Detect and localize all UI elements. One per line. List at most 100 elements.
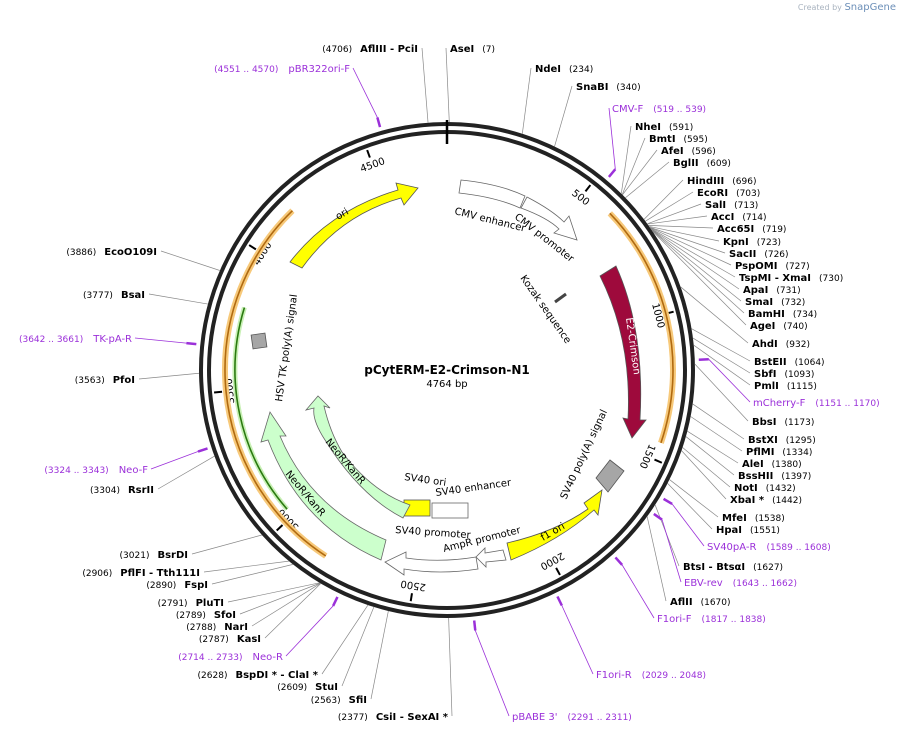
restriction-site[interactable]: (3304)RsrII xyxy=(90,485,154,496)
site-leader xyxy=(687,430,739,464)
feature-kozak-sequence[interactable] xyxy=(554,292,567,304)
feature-hsv-tk-polya[interactable] xyxy=(250,332,268,350)
primer-label[interactable]: (2714 .. 2733)Neo-R xyxy=(178,652,283,663)
restriction-site[interactable]: SbfI(1093) xyxy=(754,369,814,380)
restriction-site[interactable]: NotI(1432) xyxy=(734,483,796,494)
restriction-site[interactable]: SacII(726) xyxy=(729,249,789,260)
primer-label[interactable]: CMV-F(519 .. 539) xyxy=(612,104,706,115)
site-position: (2789) xyxy=(176,611,206,621)
primer-label[interactable]: EBV-rev(1643 .. 1662) xyxy=(684,578,797,589)
primer-label[interactable]: (3324 .. 3343)Neo-F xyxy=(44,465,148,476)
tick-mark xyxy=(248,244,257,251)
feature-neor-kanr-outer[interactable] xyxy=(260,411,387,561)
restriction-site[interactable]: SalI(713) xyxy=(705,200,758,211)
site-name: AccI xyxy=(711,212,734,223)
restriction-site[interactable]: AhdI(932) xyxy=(752,339,810,350)
site-position: (1538) xyxy=(755,514,785,524)
restriction-site[interactable]: (2377)CsiI - SexAI * xyxy=(338,712,449,723)
restriction-site[interactable]: (2906)PflFI - Tth111I xyxy=(82,568,200,579)
restriction-site[interactable]: BbsI(1173) xyxy=(752,417,814,428)
restriction-site[interactable]: (2787)KasI xyxy=(199,634,261,645)
restriction-site[interactable]: SmaI(732) xyxy=(745,297,805,308)
site-position: (1173) xyxy=(784,418,814,428)
primer-label[interactable]: F1ori-R(2029 .. 2048) xyxy=(596,670,706,681)
site-leader xyxy=(693,344,751,386)
site-leader xyxy=(692,337,751,374)
restriction-site[interactable]: PmlI(1115) xyxy=(754,381,817,392)
restriction-site[interactable]: AseI(7) xyxy=(450,44,495,55)
restriction-site[interactable]: (2788)NarI xyxy=(186,622,248,633)
site-position: (2563) xyxy=(311,696,341,706)
primer-label[interactable]: (3642 .. 3661)TK-pA-R xyxy=(19,334,132,345)
restriction-site[interactable]: NdeI(234) xyxy=(535,64,593,75)
primer-mark xyxy=(472,620,477,631)
feature-ampr-promoter[interactable] xyxy=(475,547,507,568)
restriction-site[interactable]: (3777)BsaI xyxy=(83,290,145,301)
restriction-site[interactable]: BamHI(734) xyxy=(748,309,817,320)
restriction-site[interactable]: (2890)FspI xyxy=(146,580,208,591)
restriction-site[interactable]: (3886)EcoO109I xyxy=(66,247,157,258)
restriction-site[interactable]: KpnI(723) xyxy=(723,237,781,248)
restriction-site[interactable]: (2563)SfiI xyxy=(311,695,367,706)
site-name: AflII xyxy=(670,597,693,608)
restriction-site[interactable]: (2789)SfoI xyxy=(176,610,236,621)
site-leader xyxy=(652,230,747,326)
restriction-site[interactable]: NheI(591) xyxy=(635,122,693,133)
feature-sv40-promoter[interactable] xyxy=(384,551,479,576)
restriction-site[interactable]: PflMI(1334) xyxy=(746,447,812,458)
restriction-site[interactable]: BssHII(1397) xyxy=(738,471,811,482)
feature-neor-kanr-inner[interactable] xyxy=(304,395,411,519)
site-leader xyxy=(650,228,742,302)
site-position: (703) xyxy=(736,189,760,199)
primer-label[interactable]: SV40pA-R(1589 .. 1608) xyxy=(707,542,831,553)
primer-label[interactable]: (4551 .. 4570)pBR322ori-F xyxy=(214,64,350,75)
restriction-site[interactable]: EcoRI(703) xyxy=(697,188,760,199)
restriction-site[interactable]: (2609)StuI xyxy=(277,682,338,693)
restriction-site[interactable]: SnaBI(340) xyxy=(576,82,641,93)
restriction-site[interactable]: MfeI(1538) xyxy=(722,513,785,524)
site-name: PmlI xyxy=(754,381,779,392)
restriction-site[interactable]: (4706)AflIII - PciI xyxy=(322,44,418,55)
restriction-site[interactable]: AflII(1670) xyxy=(670,597,731,608)
restriction-site[interactable]: (2791)PluTI xyxy=(158,598,224,609)
tick-mark xyxy=(366,149,371,158)
primer-label[interactable]: pBABE 3'(2291 .. 2311) xyxy=(512,712,632,723)
site-leader xyxy=(669,479,719,518)
restriction-site[interactable]: BtsI - BtsαI(1627) xyxy=(683,562,783,573)
site-name: SmaI xyxy=(745,297,773,308)
restriction-site[interactable]: Acc65I(719) xyxy=(717,224,786,235)
primer-name: pBR322ori-F xyxy=(288,64,350,75)
restriction-site[interactable]: AfeI(596) xyxy=(661,146,716,157)
feature-cmv-promoter[interactable] xyxy=(520,196,578,241)
restriction-site[interactable]: BmtI(595) xyxy=(649,134,708,145)
feature-f1-ori[interactable] xyxy=(506,489,603,561)
restriction-site[interactable]: XbaI *(1442) xyxy=(730,495,802,506)
restriction-site[interactable]: PspOMI(727) xyxy=(735,261,810,272)
site-position: (340) xyxy=(616,83,640,93)
site-leader xyxy=(341,606,375,687)
restriction-site[interactable]: (3021)BsrDI xyxy=(120,550,188,561)
primer-label[interactable]: mCherry-F(1151 .. 1170) xyxy=(753,398,880,409)
primer-range: (2291 .. 2311) xyxy=(568,713,632,723)
restriction-site[interactable]: AleI(1380) xyxy=(742,459,802,470)
feature-e2-crimson[interactable] xyxy=(599,265,647,439)
feature-sv40-enhancer[interactable] xyxy=(431,502,469,519)
restriction-site[interactable]: BstEII(1064) xyxy=(754,357,825,368)
restriction-site[interactable]: HpaI(1551) xyxy=(716,525,780,536)
site-leader xyxy=(211,564,294,585)
primer-range: (2714 .. 2733) xyxy=(178,653,242,663)
restriction-site[interactable]: TspMI - XmaI(730) xyxy=(739,273,843,284)
feature-ori[interactable] xyxy=(289,182,419,269)
feature-cmv-enhancer[interactable] xyxy=(458,179,526,209)
restriction-site[interactable]: AccI(714) xyxy=(711,212,767,223)
restriction-site[interactable]: BglII(609) xyxy=(673,158,731,169)
feature-sv40-polya[interactable] xyxy=(595,459,625,493)
restriction-site[interactable]: (2628)BspDI * - ClaI * xyxy=(198,670,319,681)
restriction-site[interactable]: BstXI(1295) xyxy=(748,435,816,446)
restriction-site[interactable]: AgeI(740) xyxy=(750,321,808,332)
restriction-site[interactable]: HindIII(696) xyxy=(687,176,756,187)
site-position: (596) xyxy=(692,147,716,157)
restriction-site[interactable]: ApaI(731) xyxy=(743,285,801,296)
primer-label[interactable]: F1ori-F(1817 .. 1838) xyxy=(657,614,766,625)
restriction-site[interactable]: (3563)PfoI xyxy=(75,375,135,386)
